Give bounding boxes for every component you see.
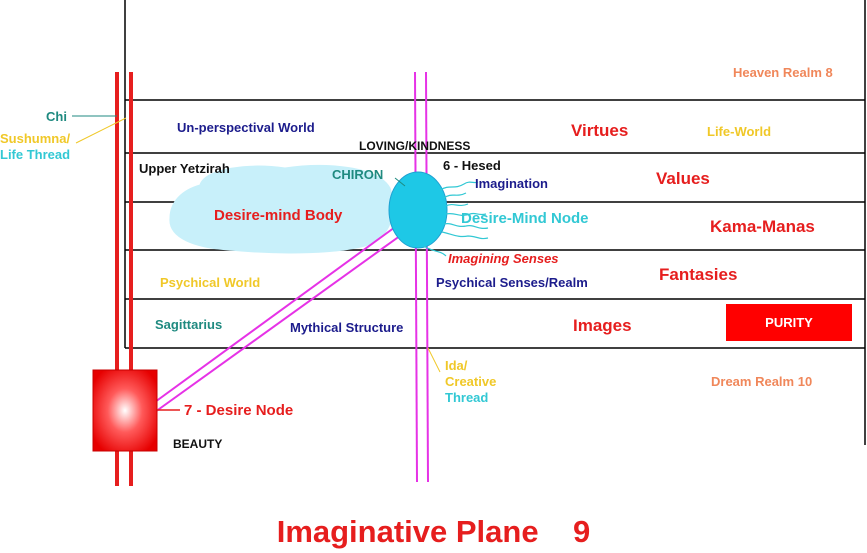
imagination-label: Imagination	[475, 176, 548, 191]
dream-realm-label: Dream Realm 10	[711, 374, 813, 389]
desire-mind-node-label: Desire-Mind Node	[461, 210, 589, 227]
desire-mind-body-label: Desire-mind Body	[214, 207, 343, 224]
fantasies-label: Fantasies	[659, 265, 738, 284]
sushumna-connector	[75, 117, 127, 144]
ida-label-line2: Creative	[445, 374, 497, 389]
ida-thread-line-right	[425, 71, 429, 483]
life-world-label: Life-World	[707, 124, 772, 139]
diagram-title: Imaginative Plane 9	[276, 514, 591, 549]
sagittarius-label: Sagittarius	[155, 317, 223, 332]
purity-box: PURITY	[726, 304, 852, 341]
chi-label: Chi	[46, 109, 67, 124]
virtues-label: Virtues	[571, 121, 629, 140]
unperspectival-world-label: Un-perspectival World	[177, 120, 315, 135]
imagining-senses-label: Imagining Senses	[448, 251, 559, 266]
heaven-realm-label: Heaven Realm 8	[733, 65, 833, 80]
ida-connector	[427, 347, 441, 373]
desire-node-label: 7 - Desire Node	[184, 402, 294, 419]
values-label: Values	[656, 169, 710, 188]
desire-mind-node-ellipse	[388, 171, 448, 249]
diagonal-thread-lower	[154, 232, 405, 413]
desire-mind-body-cloud	[169, 164, 394, 254]
node-tendrils	[423, 181, 489, 257]
ida-label-line1: Ida/	[445, 358, 468, 373]
chiron-connector	[394, 177, 406, 187]
ida-label-line3: Thread	[445, 390, 489, 405]
loving-kindness-label: LOVING/KINDNESS	[359, 139, 471, 153]
sushumna-label-line2: Life Thread	[0, 147, 71, 162]
ida-thread-line-left	[414, 71, 418, 483]
psychical-senses-label: Psychical Senses/Realm	[436, 275, 588, 290]
psychical-world-label: Psychical World	[160, 275, 261, 290]
images-label: Images	[573, 316, 632, 335]
beauty-label: BEAUTY	[173, 437, 223, 451]
beauty-node-square	[92, 369, 158, 452]
chiron-label: CHIRON	[332, 167, 384, 182]
diagonal-thread-upper	[154, 221, 403, 403]
upper-yetzirah-label: Upper Yetzirah	[139, 161, 230, 176]
mythical-structure-label: Mythical Structure	[290, 320, 404, 335]
sushumna-label-line1: Sushumna/	[0, 131, 71, 146]
kama-manas-label: Kama-Manas	[710, 217, 815, 236]
hesed-label: 6 - Hesed	[443, 158, 501, 173]
